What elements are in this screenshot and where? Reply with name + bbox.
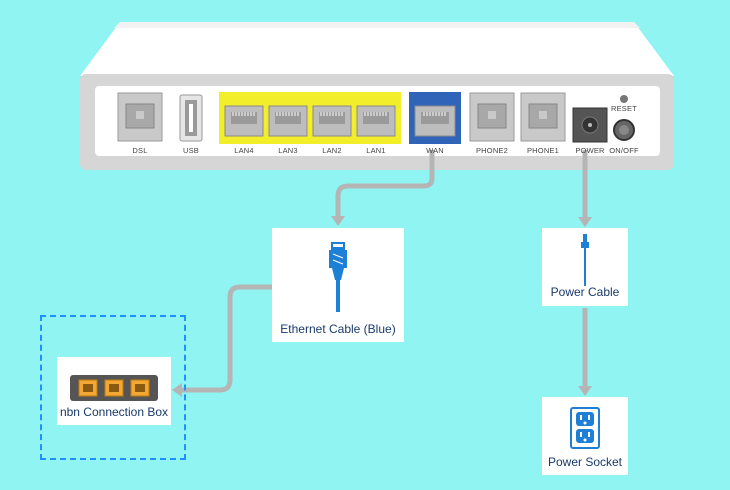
on-off-switch[interactable] [613, 119, 635, 141]
router-top-surface [80, 22, 674, 76]
nbn-connection-box-label: nbn Connection Box [59, 405, 169, 419]
connector-ethernet-to-nbn [178, 284, 272, 393]
port-label-reset: RESET [610, 104, 637, 113]
port-label-lan4: LAN4 [234, 146, 254, 155]
nbn-ports-icon [70, 375, 158, 401]
ethernet-cable-label: Ethernet Cable (Blue) [280, 322, 396, 336]
power-cable-card: Power Cable [542, 228, 628, 306]
port-label-onoff: ON/OFF [609, 146, 639, 155]
port-label-usb: USB [182, 146, 200, 155]
port-label-phone1: PHONE1 [526, 146, 560, 155]
port-label-dsl: DSL [132, 146, 148, 155]
port-label-wan: WAN [426, 146, 444, 155]
power-outlet-icon [570, 407, 600, 449]
nbn-connection-box-card: nbn Connection Box [57, 357, 171, 425]
nbn-dashed-boundary [40, 315, 186, 460]
phone2-port[interactable] [469, 92, 515, 142]
reset-button[interactable] [620, 95, 628, 103]
ethernet-cable-card: Ethernet Cable (Blue) [272, 228, 404, 342]
arrow-to-power-socket [578, 386, 592, 396]
connector-wan-to-ethernet [335, 150, 435, 220]
lan3-port[interactable] [268, 105, 308, 137]
port-label-lan2: LAN2 [322, 146, 342, 155]
lan1-port[interactable] [356, 105, 396, 137]
power-socket-label: Power Socket [547, 455, 623, 469]
arrow-to-nbn-box [172, 383, 182, 397]
phone1-port[interactable] [520, 92, 566, 142]
port-label-phone2: PHONE2 [475, 146, 509, 155]
power-plug-icon [581, 234, 589, 286]
port-label-power: POWER [575, 146, 605, 155]
wan-port[interactable] [414, 105, 456, 137]
arrow-to-power-cable [578, 217, 592, 227]
lan4-port[interactable] [224, 105, 264, 137]
power-cable-label: Power Cable [550, 285, 620, 299]
arrow-to-ethernet [331, 216, 345, 226]
lan2-port[interactable] [312, 105, 352, 137]
usb-port[interactable] [179, 94, 203, 142]
ethernet-plug-icon [329, 242, 347, 312]
power-port[interactable] [572, 107, 608, 143]
dsl-port[interactable] [117, 92, 163, 142]
power-socket-card: Power Socket [542, 397, 628, 475]
port-label-lan3: LAN3 [278, 146, 298, 155]
port-label-lan1: LAN1 [366, 146, 386, 155]
